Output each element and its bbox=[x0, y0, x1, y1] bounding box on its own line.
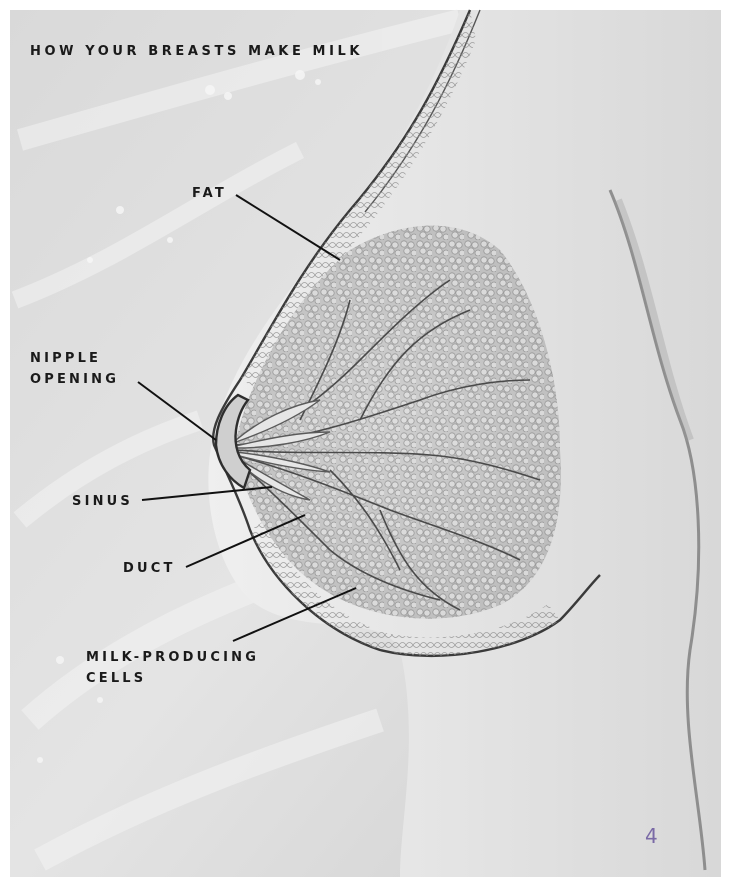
label-duct: DUCT bbox=[123, 558, 176, 579]
label-fat: FAT bbox=[192, 183, 227, 204]
label-sinus: SINUS bbox=[72, 491, 133, 512]
label-milk-producing-cells-line2: CELLS bbox=[86, 668, 259, 689]
label-nipple-opening-line2: OPENING bbox=[30, 369, 119, 390]
label-fat-text: FAT bbox=[192, 183, 227, 204]
label-milk-producing-cells-line1: MILK-PRODUCING bbox=[86, 647, 259, 668]
label-nipple-opening-line1: NIPPLE bbox=[30, 348, 119, 369]
label-nipple-opening: NIPPLE OPENING bbox=[30, 348, 119, 390]
page-title: HOW YOUR BREASTS MAKE MILK bbox=[30, 44, 363, 59]
label-milk-producing-cells: MILK-PRODUCING CELLS bbox=[86, 647, 259, 689]
label-sinus-text: SINUS bbox=[72, 491, 133, 512]
label-duct-text: DUCT bbox=[123, 558, 176, 579]
page-number: 4 bbox=[645, 824, 658, 848]
